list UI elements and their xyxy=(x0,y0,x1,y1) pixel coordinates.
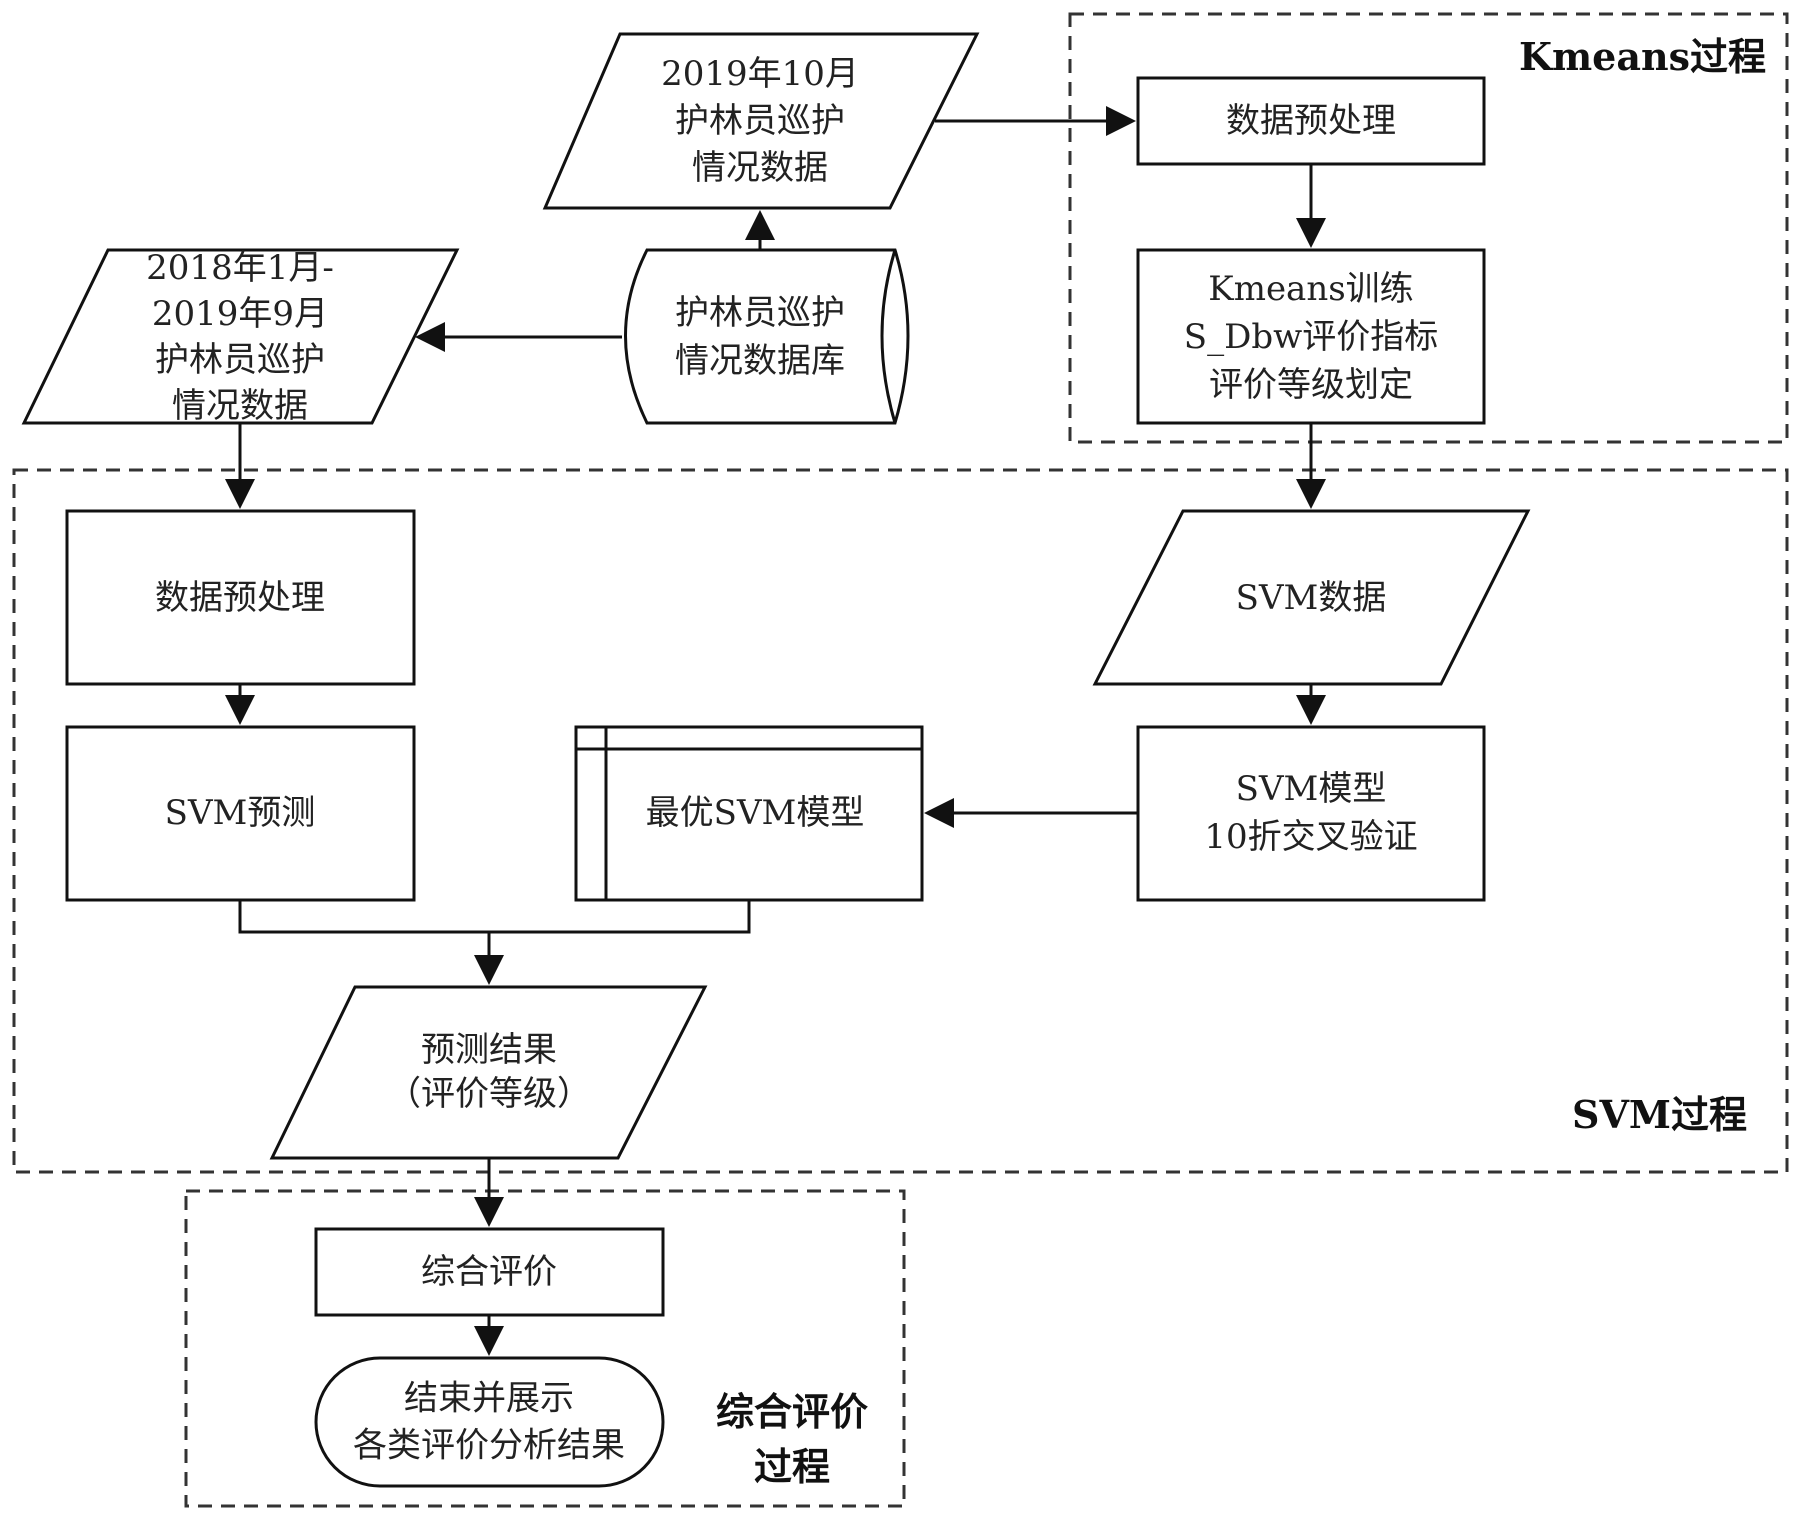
svmPredict-text-line: SVM预测 xyxy=(165,793,316,833)
data2018-text-line: 2019年9月 xyxy=(152,294,328,334)
db-text-line: 护林员巡护 xyxy=(675,293,845,333)
svm-region-label: SVM过程 xyxy=(1572,1092,1747,1137)
predResult-text-line: （评价等级） xyxy=(387,1074,591,1114)
preprocLeft-text-line: 数据预处理 xyxy=(155,578,325,618)
data2019-text-line: 护林员巡护 xyxy=(675,101,845,141)
end-text-line: 结束并展示 xyxy=(404,1379,574,1419)
data2019-text-line: 情况数据 xyxy=(692,148,828,188)
svmModel-text-line: 10折交叉验证 xyxy=(1204,817,1417,857)
best-svm-node xyxy=(574,725,924,902)
kmeans-region xyxy=(1068,12,1789,444)
kmeans-region-label: Kmeans过程 xyxy=(1519,34,1766,79)
data2018-text-line: 护林员巡护 xyxy=(155,340,325,380)
kmeans-train-node xyxy=(1136,248,1486,425)
overall-eval-node xyxy=(314,1227,665,1317)
predResult-text-line: 预测结果 xyxy=(421,1030,557,1070)
eval-region xyxy=(184,1189,906,1508)
eval-region-label-1: 综合评价 xyxy=(716,1389,868,1434)
end-node xyxy=(314,1356,665,1488)
database-node xyxy=(624,248,910,425)
kmTrain-text-line: 评价等级划定 xyxy=(1209,365,1413,405)
preprocKm-text-line: 数据预处理 xyxy=(1226,101,1396,141)
svm-predict-node xyxy=(65,725,416,902)
svmModel-text-line: SVM模型 xyxy=(1236,769,1387,809)
bestSvm-text-line: 最优SVM模型 xyxy=(646,793,865,833)
svm-model-node xyxy=(1136,725,1486,902)
kmTrain-text-line: S_Dbw评价指标 xyxy=(1184,317,1438,357)
svm-region xyxy=(12,468,1789,1174)
kmTrain-text-line: Kmeans训练 xyxy=(1208,269,1413,309)
data2018-text-line: 2018年1月- xyxy=(146,248,334,288)
node-texts: 护林员巡护情况数据库2019年10月护林员巡护情况数据2018年1月-2019年… xyxy=(146,54,1438,1466)
connector-predict-best-merge xyxy=(238,900,751,934)
db-text-line: 情况数据库 xyxy=(675,341,845,381)
preproc-kmeans-node xyxy=(1136,76,1486,166)
data2018-text-line: 情况数据 xyxy=(172,386,308,426)
preproc-left-node xyxy=(65,509,416,686)
data2019-text-line: 2019年10月 xyxy=(661,54,859,94)
overall-text-line: 综合评价 xyxy=(421,1252,557,1292)
svm-data-node xyxy=(1092,509,1531,686)
data-2019-node xyxy=(542,32,980,210)
data-2018-node xyxy=(21,248,460,425)
svmData-text-line: SVM数据 xyxy=(1236,578,1387,618)
pred-result-node xyxy=(269,985,708,1160)
end-text-line: 各类评价分析结果 xyxy=(353,1426,625,1466)
eval-region-label-2: 过程 xyxy=(754,1444,830,1489)
